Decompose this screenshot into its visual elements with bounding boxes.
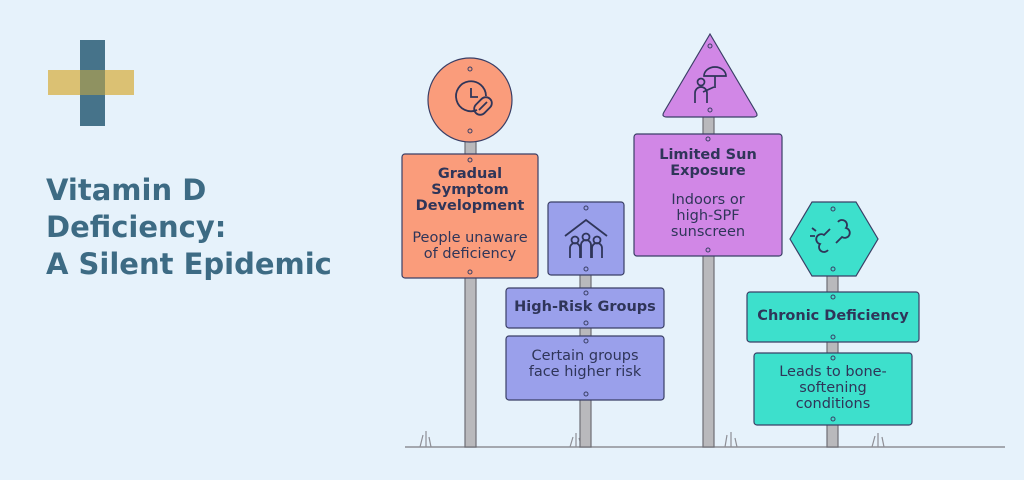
sign-4-body: Leads to bone-softening conditions (779, 364, 887, 413)
sign-high-risk (505, 201, 665, 401)
family-house-icon (564, 218, 608, 258)
sign-2-body-board (505, 335, 665, 401)
sign-1-body: People unaware of deficiency (412, 230, 528, 263)
sign-1-heading: Gradual Symptom Development (415, 166, 525, 215)
sign-1-circle (427, 57, 513, 143)
sign-3-body: Indoors or high-SPF sunscreen (670, 192, 746, 241)
title-line-3: A Silent Epidemic (46, 246, 332, 281)
person-umbrella-icon (694, 66, 727, 103)
sign-gradual-symptom (401, 57, 539, 279)
sign-2-heading: High-Risk Groups (514, 299, 656, 315)
clock-pill-icon (455, 80, 493, 116)
title-line-1: Vitamin D (46, 173, 207, 207)
sign-4-heading: Chronic Deficiency (757, 308, 909, 324)
title-line-2: Deficiency: (46, 209, 227, 244)
sign-3-heading: Limited Sun Exposure (659, 147, 757, 180)
sign-1-board (401, 153, 539, 279)
sign-2-icon-board (547, 201, 625, 276)
sign-4-hexagon (789, 201, 879, 277)
sign-4-body-board (753, 352, 913, 426)
page-title: Vitamin D Deficiency: A Silent Epidemic (46, 172, 376, 282)
brand-logo (48, 40, 134, 126)
sign-3-board (633, 133, 783, 257)
sign-4-heading-board (746, 291, 920, 343)
broken-bone-icon (810, 219, 851, 253)
sign-2-body: Certain groups face higher risk (528, 348, 642, 381)
sign-chronic (746, 201, 920, 426)
sign-2-heading-board (505, 287, 665, 329)
sign-limited-sun (633, 32, 783, 257)
grass-tufts (419, 431, 885, 448)
